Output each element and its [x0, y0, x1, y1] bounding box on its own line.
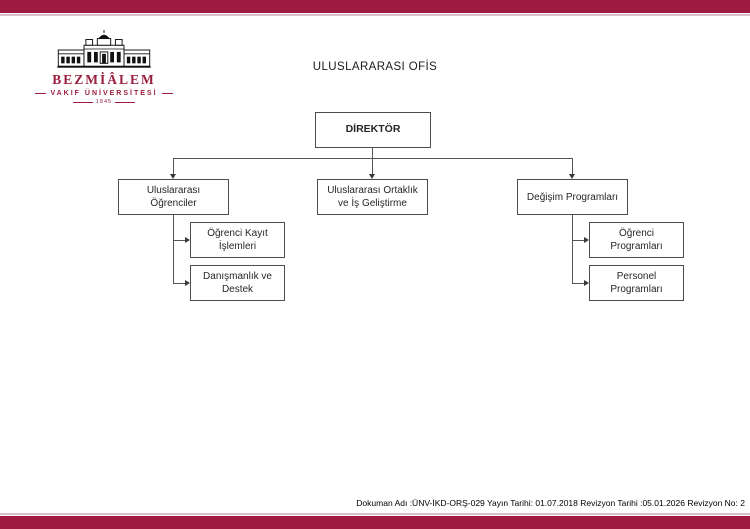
connector-students-branch-1 [173, 240, 185, 241]
node-ortaklik-is-gelistirme: Uluslararası Ortaklık ve İş Geliştirme [317, 179, 428, 215]
logo-subtitle-left-rule [35, 93, 47, 94]
connector-arrow-left [169, 174, 176, 179]
top-accent-bar [0, 0, 750, 13]
logo-subtitle: VAKIF ÜNİVERSİTESİ [30, 90, 178, 97]
footer-doc-info: Dokuman Adı :ÜNV-İKD-ORŞ-029 Yayın Tarih… [356, 498, 745, 508]
node-ogrenci-programlari: Öğrenci Programları [589, 222, 684, 258]
logo-year: 1845 [30, 99, 178, 105]
connector-exchange-branch-1 [572, 240, 584, 241]
bottom-accent-overline [0, 513, 750, 515]
page-title: ULUSLARARASI OFİS [312, 61, 438, 73]
connector-left-drop [173, 158, 174, 174]
connector-exchange-branch-2 [572, 283, 584, 284]
node-personel-programlari: Personel Programları [589, 265, 684, 301]
node-direktor: DİREKTÖR [315, 112, 431, 148]
connector-students-elbow [173, 215, 174, 283]
logo-subtitle-right-rule [161, 93, 173, 94]
connector-students-arrow-1 [185, 236, 190, 243]
node-danismanlik-destek: Danışmanlık ve Destek [190, 265, 285, 301]
logo-year-text: 1845 [95, 99, 113, 105]
connector-students-arrow-2 [185, 279, 190, 286]
connector-exchange-arrow-2 [584, 279, 589, 286]
connector-exchange-arrow-1 [584, 236, 589, 243]
connector-students-branch-2 [173, 283, 185, 284]
connector-arrow-right [568, 174, 575, 179]
node-degisim-programlari: Değişim Programları [517, 179, 628, 215]
university-logo: BEZMİÂLEM VAKIF ÜNİVERSİTESİ 1845 [30, 30, 178, 105]
connector-exchange-elbow [572, 215, 573, 283]
connector-arrow-middle [368, 174, 375, 179]
bottom-accent-bar [0, 516, 750, 529]
logo-subtitle-text: VAKIF ÜNİVERSİTESİ [50, 90, 158, 97]
connector-spine [173, 158, 573, 159]
logo-wordmark: BEZMİÂLEM [52, 72, 156, 87]
logo-year-right-rule [115, 101, 136, 103]
building-icon [57, 30, 151, 68]
node-uluslararasi-ogrenciler: Uluslararası Öğrenciler [118, 179, 229, 215]
connector-root-drop [372, 148, 373, 174]
node-ogrenci-kayit-islemleri: Öğrenci Kayıt İşlemleri [190, 222, 285, 258]
logo-year-left-rule [72, 101, 93, 103]
connector-right-drop [572, 158, 573, 174]
top-accent-underline [0, 14, 750, 16]
